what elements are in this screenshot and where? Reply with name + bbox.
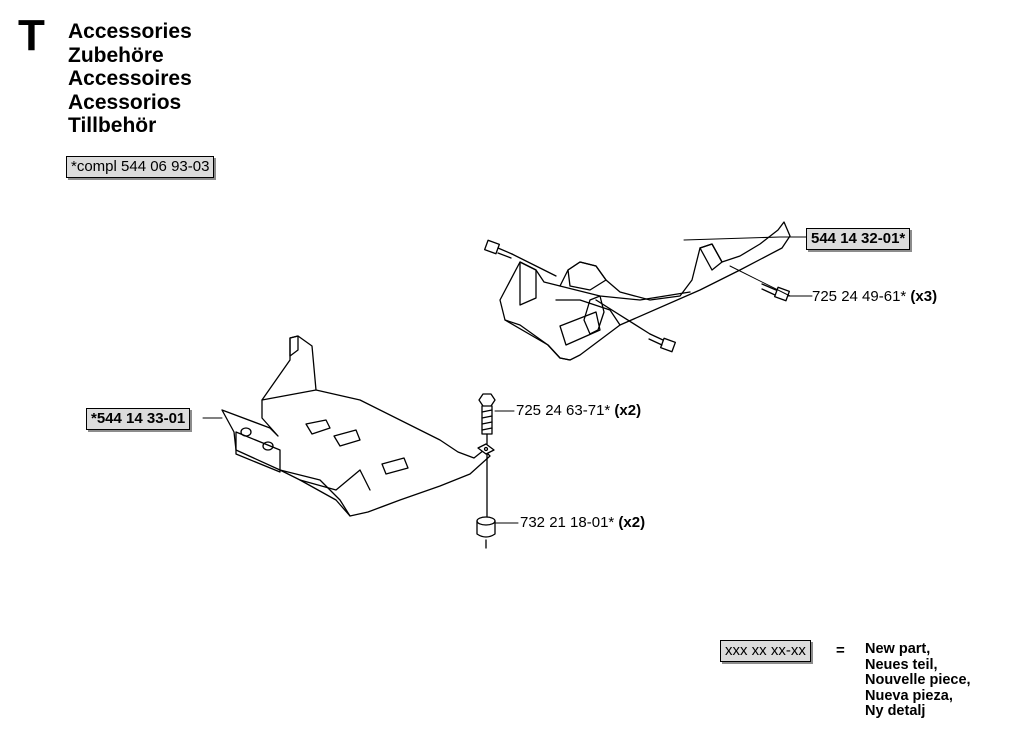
legend-equals: = [836,642,845,659]
part-number-bolt-lower: 725 24 63-71* [516,402,611,419]
legend-line-sv: Ny detalj [865,703,926,719]
complete-kit-label: *compl 544 06 93-03 [66,156,215,178]
legend-line-fr: Nouvelle piece, [865,672,971,688]
title-pt: Acessorios [68,90,182,114]
title-block: Accessories Zubehöre Accessoires Acessor… [68,20,192,138]
lower-bolt-drawing [478,393,496,435]
nut-drawing [476,516,496,549]
title-sv: Tillbehör [68,114,157,137]
legend-line-de: Neues teil, [865,656,938,673]
part-qty-nut: (x2) [618,514,646,531]
legend-line-es: Nueva pieza, [865,687,953,704]
title-fr: Accessoires [68,67,192,90]
legend-text: New part, Neues teil, Nouvelle piece, Nu… [865,641,971,720]
legend-code-box: xxx xx xx-xx [720,640,811,662]
part-label-lower-guard: *544 14 33-01 [86,408,191,430]
part-number-bolt-upper: 725 24 49-61* [812,288,907,305]
upper-guard-drawing [499,221,791,361]
legend-line-en: New part, [865,641,931,657]
upper-bolt-bottom-drawing [648,333,676,353]
part-qty-bolt-upper: (x3) [910,288,938,305]
title-de: Zubehöre [68,43,164,67]
part-label-upper-guard: 544 14 32-01* [806,228,911,250]
title-en: Accessories [68,20,192,43]
part-label-bolt-lower: 725 24 63-71* (x2) [516,402,641,420]
lower-guard-drawing [221,335,491,517]
upper-bolt-left-drawing [484,239,513,259]
part-qty-bolt-lower: (x2) [614,402,642,419]
part-label-nut: 732 21 18-01* (x2) [520,514,645,532]
washer-plate-drawing [477,443,495,455]
section-letter: T [18,11,45,60]
upper-bolt-right-drawing [761,283,790,302]
part-label-bolt-upper: 725 24 49-61* (x3) [812,288,937,306]
part-number-nut: 732 21 18-01* [520,514,615,531]
